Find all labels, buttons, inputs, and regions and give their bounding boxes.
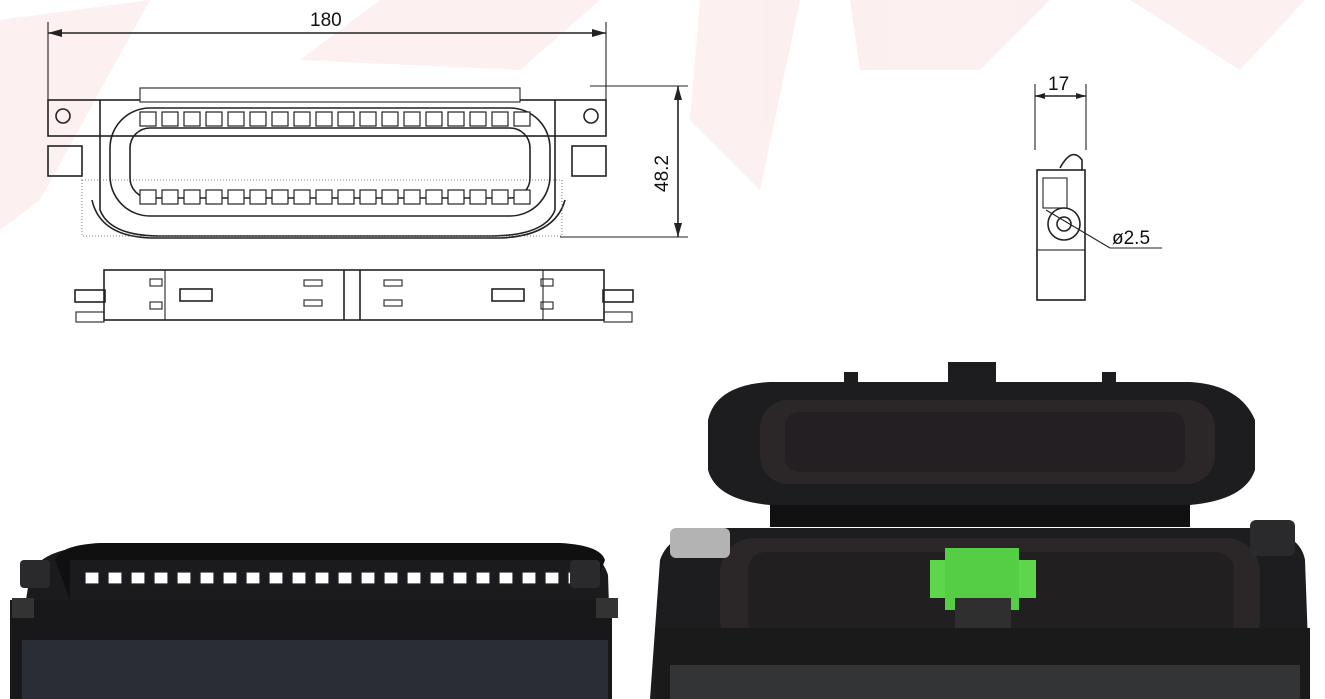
bottom-cell bbox=[337, 189, 355, 205]
top-cell bbox=[227, 111, 245, 127]
bottom-cell bbox=[139, 189, 157, 205]
top-cell bbox=[403, 111, 421, 127]
hole-diameter-label: ø2.5 bbox=[1112, 228, 1150, 249]
bottom-cell bbox=[491, 189, 509, 205]
top-cell bbox=[513, 111, 531, 127]
depth-label: 17 bbox=[1048, 74, 1069, 95]
bottom-cell bbox=[425, 189, 443, 205]
top-cell bbox=[315, 111, 333, 127]
closed-slot bbox=[360, 571, 376, 585]
depth-dimension: 17 bbox=[1035, 74, 1086, 99]
top-cell bbox=[447, 111, 465, 127]
bottom-cell-row bbox=[139, 189, 531, 205]
closed-slot bbox=[544, 571, 560, 585]
bottom-cell bbox=[447, 189, 465, 205]
bottom-cell bbox=[381, 189, 399, 205]
bottom-cell bbox=[227, 189, 245, 205]
closed-slot bbox=[498, 571, 514, 585]
closed-slot bbox=[291, 571, 307, 585]
closed-slot bbox=[199, 571, 215, 585]
top-cell bbox=[381, 111, 399, 127]
top-cell bbox=[293, 111, 311, 127]
closed-slot bbox=[130, 571, 146, 585]
closed-box-photo bbox=[10, 543, 618, 699]
front-view-drawing: 180 48.2 bbox=[47, 10, 688, 239]
bottom-cell bbox=[161, 189, 179, 205]
bottom-cell bbox=[183, 189, 201, 205]
bottom-cell bbox=[403, 189, 421, 205]
closed-slot bbox=[176, 571, 192, 585]
closed-slot bbox=[475, 571, 491, 585]
top-cell bbox=[271, 111, 289, 127]
closed-slot bbox=[222, 571, 238, 585]
closed-slot bbox=[521, 571, 537, 585]
top-cell bbox=[469, 111, 487, 127]
sc-adapter-green bbox=[930, 548, 1036, 628]
top-cell bbox=[161, 111, 179, 127]
watermark-logo bbox=[0, 0, 1305, 230]
closed-slot bbox=[337, 571, 353, 585]
bottom-view-drawing bbox=[74, 269, 634, 323]
closed-slot bbox=[452, 571, 468, 585]
bottom-cell bbox=[469, 189, 487, 205]
top-cell-row bbox=[139, 111, 531, 127]
bottom-cell bbox=[293, 189, 311, 205]
closed-slot bbox=[383, 571, 399, 585]
bottom-cell bbox=[513, 189, 531, 205]
height-label: 48.2 bbox=[652, 155, 673, 192]
length-dimension: 180 bbox=[48, 10, 606, 37]
top-cell bbox=[337, 111, 355, 127]
top-cell bbox=[205, 111, 223, 127]
top-cell bbox=[183, 111, 201, 127]
top-cell bbox=[425, 111, 443, 127]
top-cell bbox=[491, 111, 509, 127]
closed-slot bbox=[107, 571, 123, 585]
top-cell bbox=[249, 111, 267, 127]
height-dimension: 48.2 bbox=[560, 85, 688, 238]
bottom-cell bbox=[205, 189, 223, 205]
bottom-cell bbox=[271, 189, 289, 205]
closed-slot bbox=[84, 571, 100, 585]
bottom-cell bbox=[315, 189, 333, 205]
closed-slot bbox=[153, 571, 169, 585]
top-cell bbox=[139, 111, 157, 127]
length-label: 180 bbox=[310, 10, 342, 31]
top-cell bbox=[359, 111, 377, 127]
bottom-cell bbox=[359, 189, 377, 205]
bottom-cell bbox=[249, 189, 267, 205]
closed-slot bbox=[429, 571, 445, 585]
closed-slot bbox=[268, 571, 284, 585]
side-view-drawing: 17 ø2.5 bbox=[1034, 74, 1162, 301]
closed-slot bbox=[245, 571, 261, 585]
open-box-photo bbox=[650, 362, 1310, 699]
closed-slot bbox=[314, 571, 330, 585]
closed-slot bbox=[406, 571, 422, 585]
